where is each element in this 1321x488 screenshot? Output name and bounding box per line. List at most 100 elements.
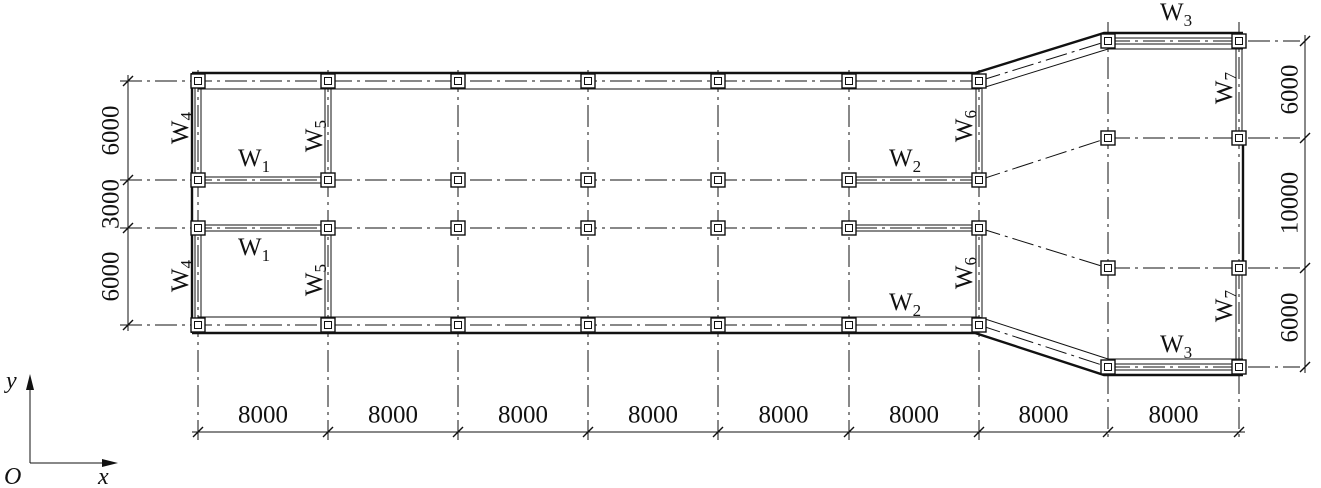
wall-label-letter: W (301, 272, 328, 296)
axis-line-slant-1 (978, 137, 1109, 181)
wall-label-w2-2: W2 (889, 145, 921, 176)
axis-line-slant-2 (978, 227, 1109, 269)
column-core-5 (324, 176, 332, 184)
dim-label-left-2: 6000 (98, 252, 125, 302)
x-axis-label: x (97, 464, 109, 488)
column-30 (1100, 260, 1116, 276)
wall-label-letter: W (951, 265, 978, 289)
wall-label-subscript: 2 (913, 301, 922, 320)
dim-tick-right-1 (1299, 132, 1311, 144)
column-4 (320, 73, 336, 89)
column-core-9 (454, 176, 462, 184)
dim-label-x-4: 8000 (759, 402, 809, 429)
column-17 (710, 172, 726, 188)
wall-label-subscript: 7 (1221, 289, 1240, 298)
column-core-4 (324, 77, 332, 85)
origin-label: O (4, 464, 21, 488)
wall-label-letter: W (167, 268, 194, 292)
wall-label-subscript: 3 (1184, 343, 1193, 362)
shear-walls (190, 31, 1245, 377)
column-19 (710, 317, 726, 333)
column-27 (971, 317, 987, 333)
wall-label-letter: W (1160, 331, 1184, 358)
column-7 (320, 317, 336, 333)
wall-label-subscript: 3 (1184, 11, 1193, 30)
dim-label-x-3: 8000 (628, 402, 678, 429)
column-core-8 (454, 77, 462, 85)
perimeter-top-edge (192, 31, 1243, 75)
dim-tick-bottom-6 (973, 426, 985, 438)
wall-label-w5-9: W5 (301, 264, 330, 296)
wall-label-subscript: 1 (262, 157, 271, 176)
wall-label-w3-4: W3 (1160, 0, 1192, 30)
dim-label-x-5: 8000 (889, 402, 939, 429)
wall-label-letter: W (889, 145, 913, 172)
wall-label-w1-1: W1 (238, 234, 270, 265)
wall-label-subscript: 6 (961, 110, 980, 119)
wall-label-w7-13: W7 (1211, 289, 1240, 322)
perimeter-bottom-edge (192, 331, 1243, 377)
wall-label-subscript: 1 (262, 246, 271, 265)
column-6 (320, 220, 336, 236)
wall-label-w4-7: W4 (167, 259, 196, 292)
column-core-25 (975, 176, 983, 184)
wall-label-letter: W (167, 120, 194, 144)
columns (190, 33, 1247, 375)
dim-tick-bottom-3 (582, 426, 594, 438)
dim-tick-bottom-5 (843, 426, 855, 438)
column-14 (580, 220, 596, 236)
dim-tick-left-2 (122, 222, 134, 234)
wall-label-subscript: 6 (961, 257, 980, 266)
column-core-10 (454, 224, 462, 232)
column-33 (1231, 130, 1247, 146)
column-35 (1231, 359, 1247, 375)
column-31 (1100, 359, 1116, 375)
dim-label-x-2: 8000 (498, 402, 548, 429)
wall-label-subscript: 2 (913, 157, 922, 176)
axis-line-slant-0 (978, 40, 1109, 82)
dim-tick-bottom-2 (452, 426, 464, 438)
column-core-0 (194, 77, 202, 85)
dim-tick-bottom-7 (1102, 426, 1114, 438)
column-28 (1100, 33, 1116, 49)
column-core-24 (975, 77, 983, 85)
dim-label-x-1: 8000 (368, 402, 418, 429)
column-core-16 (714, 77, 722, 85)
column-32 (1231, 33, 1247, 49)
column-15 (580, 317, 596, 333)
column-24 (971, 73, 987, 89)
column-core-1 (194, 176, 202, 184)
y-axis-label: y (4, 368, 17, 394)
dim-label-x-0: 8000 (238, 402, 288, 429)
dim-tick-left-3 (122, 319, 134, 331)
column-core-19 (714, 321, 722, 329)
column-23 (841, 317, 857, 333)
dim-tick-left-1 (122, 174, 134, 186)
column-5 (320, 172, 336, 188)
dim-label-x-7: 8000 (1149, 402, 1199, 429)
column-22 (841, 220, 857, 236)
dim-tick-bottom-1 (322, 426, 334, 438)
column-21 (841, 172, 857, 188)
column-2 (190, 220, 206, 236)
column-11 (450, 317, 466, 333)
dim-label-left-1: 3000 (98, 179, 125, 229)
perimeter-top-inner (198, 48, 1243, 90)
dim-tick-bottom-0 (192, 426, 204, 438)
column-core-6 (324, 224, 332, 232)
wall-label-subscript: 5 (311, 120, 330, 129)
wall-label-w1-0: W1 (238, 145, 270, 176)
wall-label-w5-8: W5 (301, 120, 330, 152)
column-18 (710, 220, 726, 236)
column-core-13 (584, 176, 592, 184)
column-core-7 (324, 321, 332, 329)
dim-tick-right-0 (1299, 35, 1311, 47)
dim-tick-right-2 (1299, 262, 1311, 274)
column-1 (190, 172, 206, 188)
wall-label-w3-5: W3 (1160, 331, 1192, 362)
column-10 (450, 220, 466, 236)
axis-line-slant-3 (978, 324, 1109, 368)
